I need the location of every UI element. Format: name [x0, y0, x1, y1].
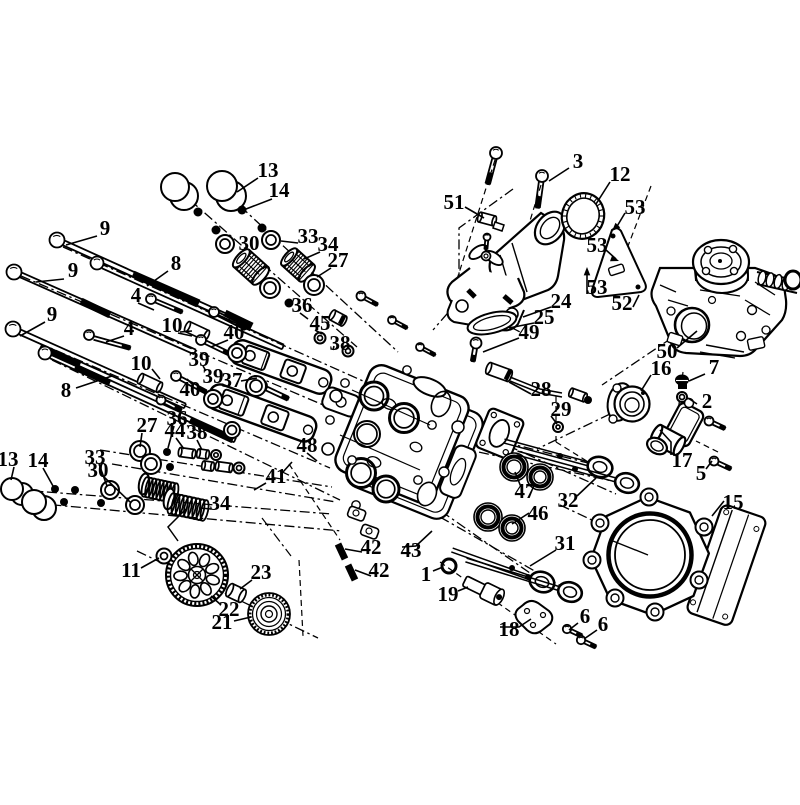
- svg-text:14: 14: [269, 178, 291, 202]
- svg-text:31: 31: [555, 531, 576, 555]
- svg-text:28: 28: [531, 377, 552, 401]
- svg-text:13: 13: [0, 447, 19, 471]
- svg-text:33: 33: [298, 224, 319, 248]
- svg-text:47: 47: [515, 479, 536, 503]
- svg-text:6: 6: [598, 612, 609, 636]
- svg-text:17: 17: [672, 448, 693, 472]
- svg-text:45: 45: [310, 311, 331, 335]
- svg-text:19: 19: [438, 582, 459, 606]
- svg-text:7: 7: [709, 355, 720, 379]
- svg-text:8: 8: [171, 251, 182, 275]
- svg-text:18: 18: [499, 617, 520, 641]
- svg-text:27: 27: [328, 248, 349, 272]
- svg-text:12: 12: [610, 162, 631, 186]
- svg-text:42: 42: [361, 535, 382, 559]
- svg-text:11: 11: [121, 558, 141, 582]
- svg-text:49: 49: [519, 320, 540, 344]
- svg-text:9: 9: [47, 302, 58, 326]
- svg-text:10: 10: [162, 313, 183, 337]
- svg-text:30: 30: [239, 231, 260, 255]
- svg-text:14: 14: [28, 448, 50, 472]
- svg-text:52: 52: [612, 291, 633, 315]
- svg-text:29: 29: [551, 397, 572, 421]
- svg-text:42: 42: [369, 558, 390, 582]
- svg-text:2: 2: [702, 389, 713, 413]
- svg-text:1: 1: [421, 562, 432, 586]
- svg-text:34: 34: [210, 491, 232, 515]
- svg-text:38: 38: [187, 420, 208, 444]
- svg-text:23: 23: [251, 560, 272, 584]
- svg-text:40: 40: [224, 320, 245, 344]
- svg-text:41: 41: [266, 464, 287, 488]
- svg-text:30: 30: [88, 458, 109, 482]
- svg-text:38: 38: [330, 331, 351, 355]
- svg-text:4: 4: [124, 316, 135, 340]
- svg-text:9: 9: [68, 258, 79, 282]
- svg-text:43: 43: [401, 538, 422, 562]
- svg-text:5: 5: [696, 461, 707, 485]
- svg-text:53: 53: [587, 233, 608, 257]
- svg-text:21: 21: [212, 610, 233, 634]
- svg-text:4: 4: [131, 283, 142, 307]
- svg-text:53: 53: [625, 195, 646, 219]
- svg-text:15: 15: [723, 490, 744, 514]
- svg-text:46: 46: [528, 501, 549, 525]
- svg-text:51: 51: [444, 190, 465, 214]
- svg-text:8: 8: [61, 378, 72, 402]
- svg-text:53: 53: [587, 275, 608, 299]
- svg-text:3: 3: [573, 149, 584, 173]
- svg-text:10: 10: [131, 351, 152, 375]
- svg-text:27: 27: [137, 413, 158, 437]
- svg-text:9: 9: [100, 216, 111, 240]
- svg-text:48: 48: [297, 433, 318, 457]
- svg-text:6: 6: [580, 604, 591, 628]
- svg-text:36: 36: [167, 406, 188, 430]
- svg-text:39: 39: [203, 364, 224, 388]
- svg-text:32: 32: [558, 488, 579, 512]
- svg-text:16: 16: [651, 356, 672, 380]
- svg-text:37: 37: [222, 368, 243, 392]
- svg-text:40: 40: [180, 377, 201, 401]
